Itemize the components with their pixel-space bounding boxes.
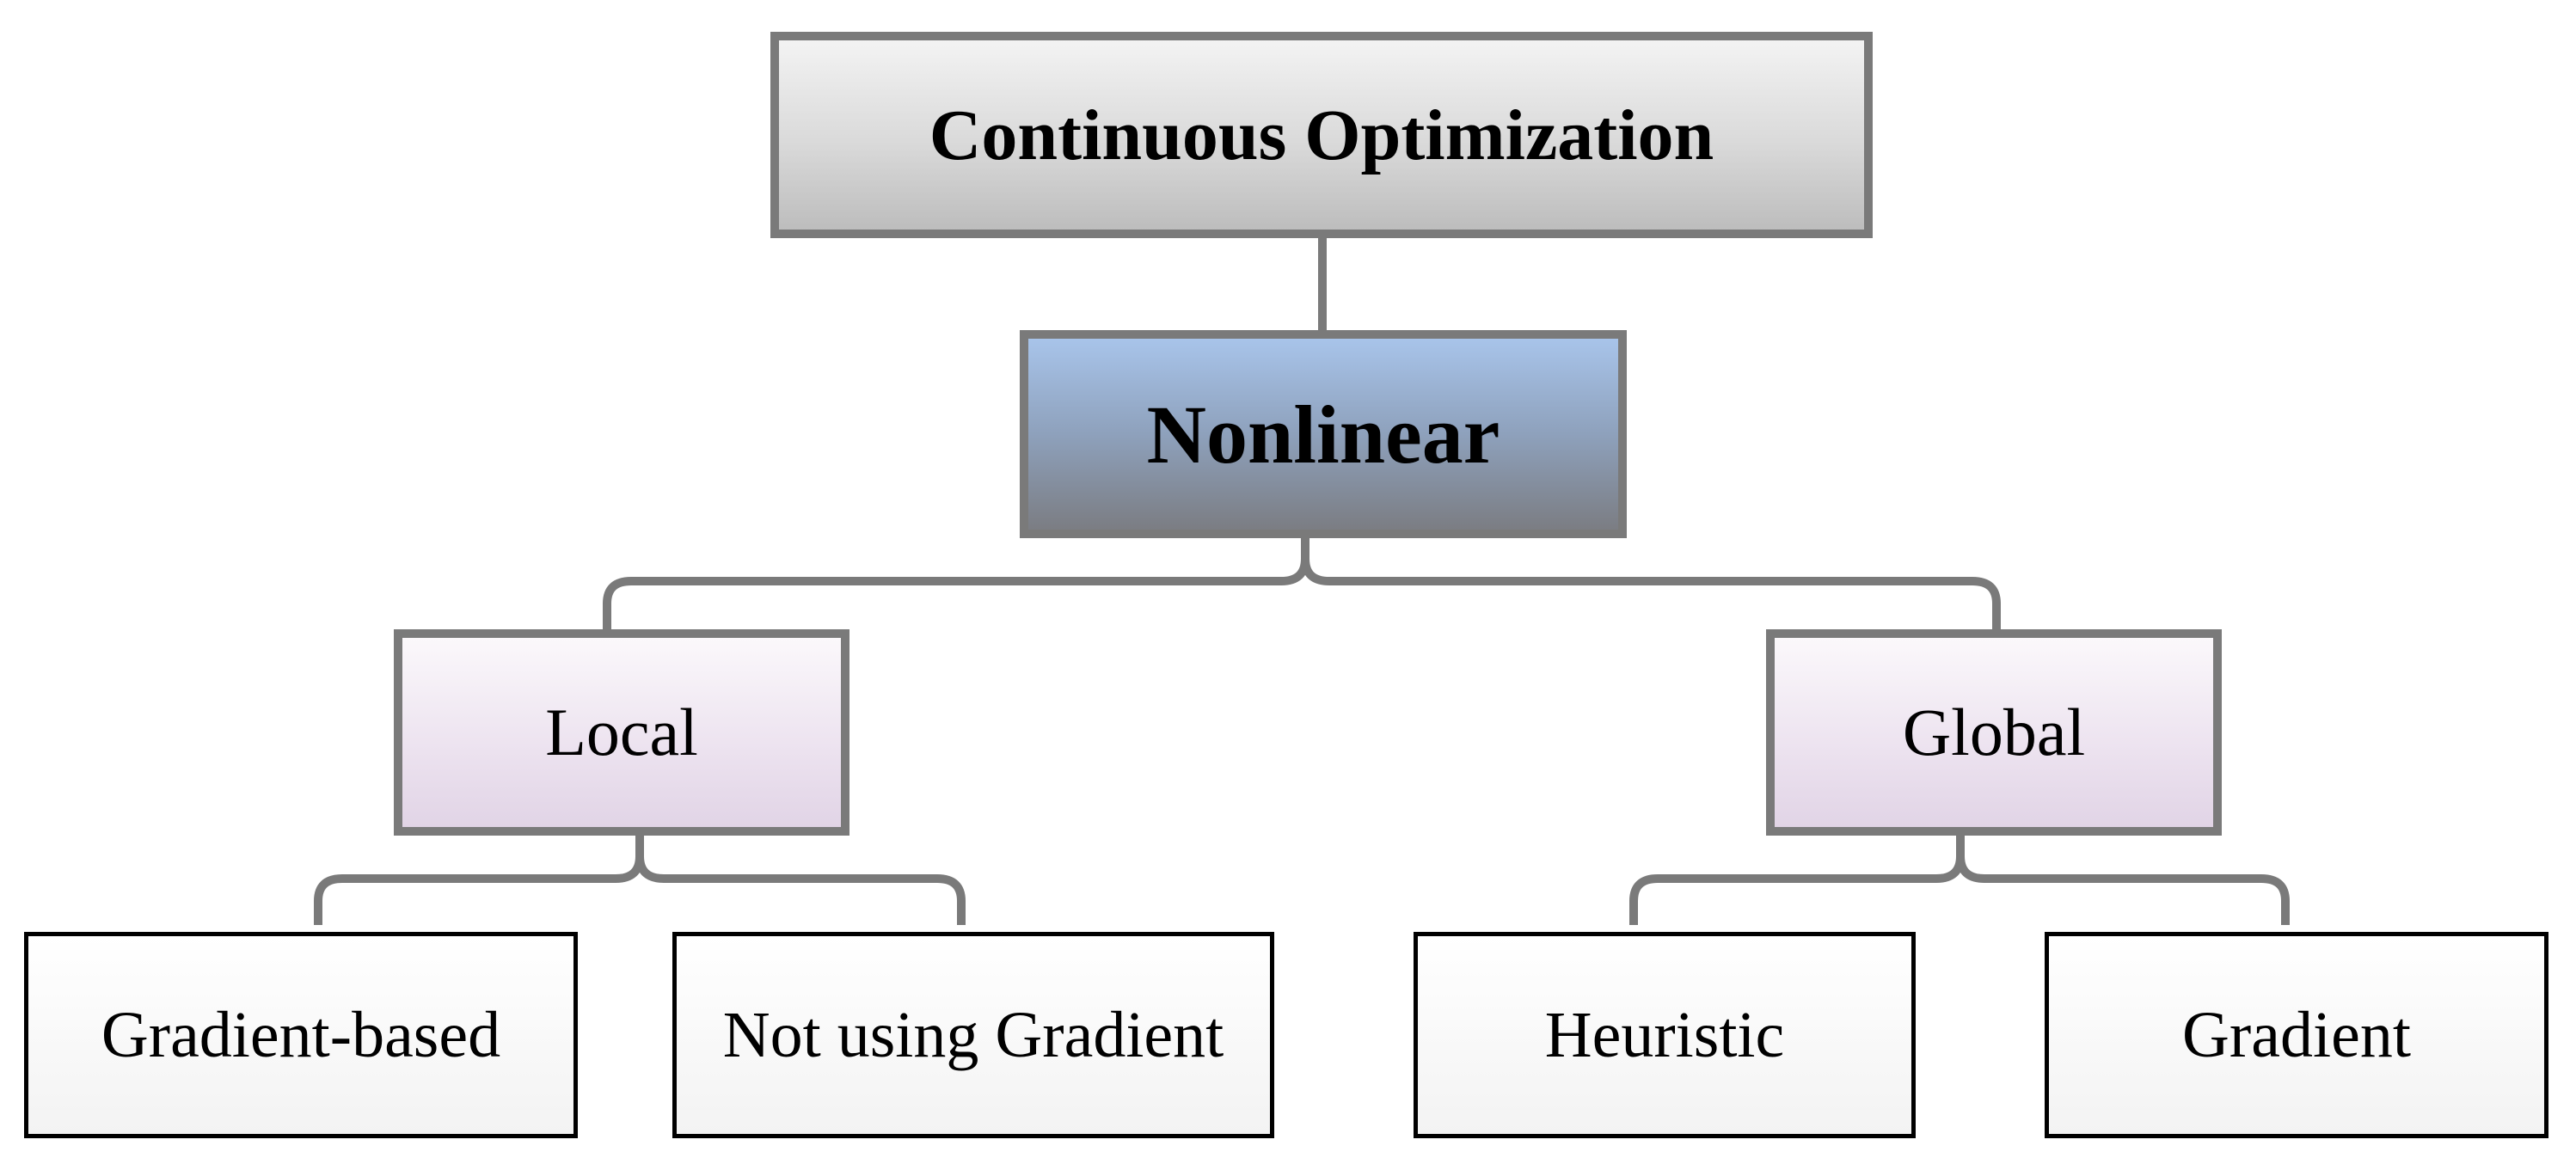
leaf-node-heuristic: Heuristic (1414, 932, 1916, 1138)
nonlinear-node-label: Nonlinear (1146, 388, 1500, 481)
connector-nonlinear-to-local-global (603, 538, 2001, 629)
local-node-label: Local (545, 695, 698, 769)
root-node-box: Continuous Optimization (770, 32, 1873, 238)
leaf-node-gradient-based: Gradient-based (24, 932, 578, 1138)
nonlinear-node-box: Nonlinear (1020, 330, 1627, 538)
leaf-label-heuristic: Heuristic (1544, 998, 1785, 1071)
global-node-label: Global (1902, 695, 2086, 769)
connector-global-to-leaves (1629, 836, 2290, 925)
leaf-label-gradient-based: Gradient-based (101, 998, 501, 1071)
leaf-label-not-using-gradient: Not using Gradient (722, 998, 1224, 1071)
global-node-box: Global (1766, 629, 2222, 836)
leaf-node-gradient: Gradient (2045, 932, 2548, 1138)
leaf-label-gradient: Gradient (2182, 998, 2411, 1071)
local-node-box: Local (394, 629, 849, 836)
leaf-node-not-using-gradient: Not using Gradient (672, 932, 1274, 1138)
root-node-label: Continuous Optimization (929, 95, 1714, 175)
connector-local-to-leaves (314, 836, 966, 925)
